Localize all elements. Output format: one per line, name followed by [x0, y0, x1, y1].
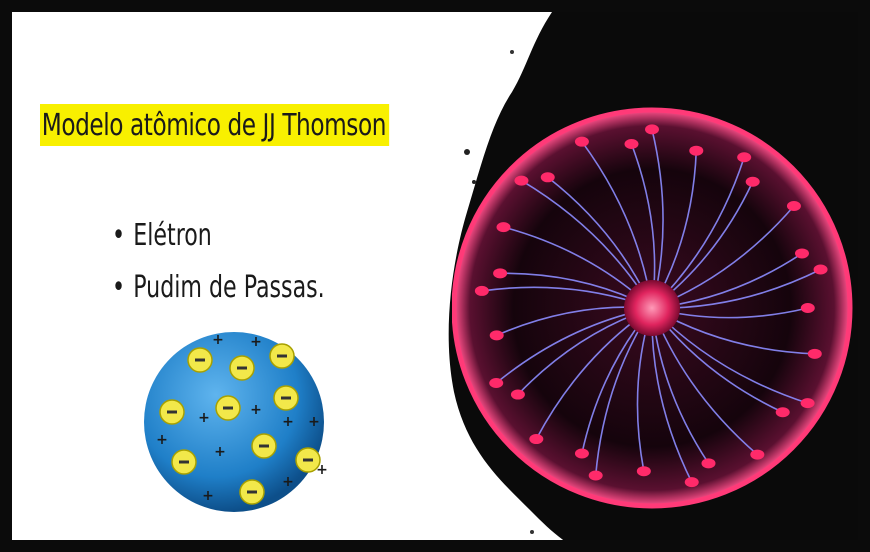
electron-minus-circle-icon [187, 347, 213, 373]
positive-charge-plus-icon: + [198, 410, 210, 426]
positive-charge-plus-icon: + [308, 414, 320, 430]
thomson-model-illustration: + + + + + + + + + + + [144, 332, 328, 512]
electron-minus-circle-icon [273, 385, 299, 411]
positive-charge-plus-icon: + [202, 488, 214, 504]
plasma-filament-tip [474, 285, 489, 296]
plasma-filament-tip [574, 136, 589, 147]
plasma-filament-tip [574, 448, 589, 459]
plasma-filament-tip [514, 175, 529, 186]
plasma-filament-tip [684, 477, 699, 488]
positive-charge-plus-icon: + [250, 334, 262, 350]
plasma-filament-tip [510, 389, 525, 400]
plasma-filament-tip [588, 470, 603, 481]
plasma-filament-tip [645, 124, 659, 135]
positive-charge-plus-icon: + [214, 444, 226, 460]
electron-minus-circle-icon [215, 395, 241, 421]
plasma-filament-tip [489, 378, 504, 389]
plasma-filament-tip [800, 303, 815, 313]
plasma-filament-tip [636, 466, 651, 477]
electron-minus-circle-icon [251, 433, 277, 459]
bullet-list: Elétron Pudim de Passas. [112, 210, 371, 314]
electron-minus-circle-icon [159, 399, 185, 425]
plasma-filament-tip [775, 407, 790, 418]
electron-minus-circle-icon [269, 343, 295, 369]
slide-title: Modelo atômico de JJ Thomson [40, 104, 390, 146]
electron-minus-circle-icon [229, 355, 255, 381]
electron-minus-circle-icon [171, 449, 197, 475]
plasma-filament-tip [813, 264, 828, 275]
plasma-filament-tip [745, 176, 760, 187]
plasma-filament-tip [529, 434, 544, 445]
bullet-plum-pudding: Pudim de Passas. [112, 262, 324, 314]
plasma-filament-tip [493, 268, 508, 279]
plasma-filament-tip [689, 145, 704, 156]
positive-charge-plus-icon: + [156, 432, 168, 448]
positive-charge-plus-icon: + [282, 474, 294, 490]
plasma-filament-tip [701, 458, 716, 469]
plasma-filament-tip [540, 172, 555, 183]
plasma-filament-tip [489, 330, 504, 341]
plasma-filament-tip [750, 449, 765, 460]
electron-minus-circle-icon [295, 447, 321, 473]
plasma-filament-tip [786, 200, 801, 211]
positive-charge-plus-icon: + [282, 414, 294, 430]
plasma-ball-image [452, 107, 853, 509]
plasma-filament-tip [800, 398, 815, 409]
electron-minus-circle-icon [239, 479, 265, 505]
plasma-filament-tip [737, 152, 752, 163]
plasma-filament-tip [624, 138, 639, 149]
plasma-filament-tip [807, 348, 822, 359]
positive-charge-plus-icon: + [212, 332, 224, 348]
plasma-filament-tip [794, 248, 809, 259]
positive-charge-plus-icon: + [250, 402, 262, 418]
plasma-filament-tip [496, 222, 511, 233]
positive-charge-plus-icon: + [316, 462, 328, 478]
bullet-electron: Elétron [112, 210, 325, 262]
